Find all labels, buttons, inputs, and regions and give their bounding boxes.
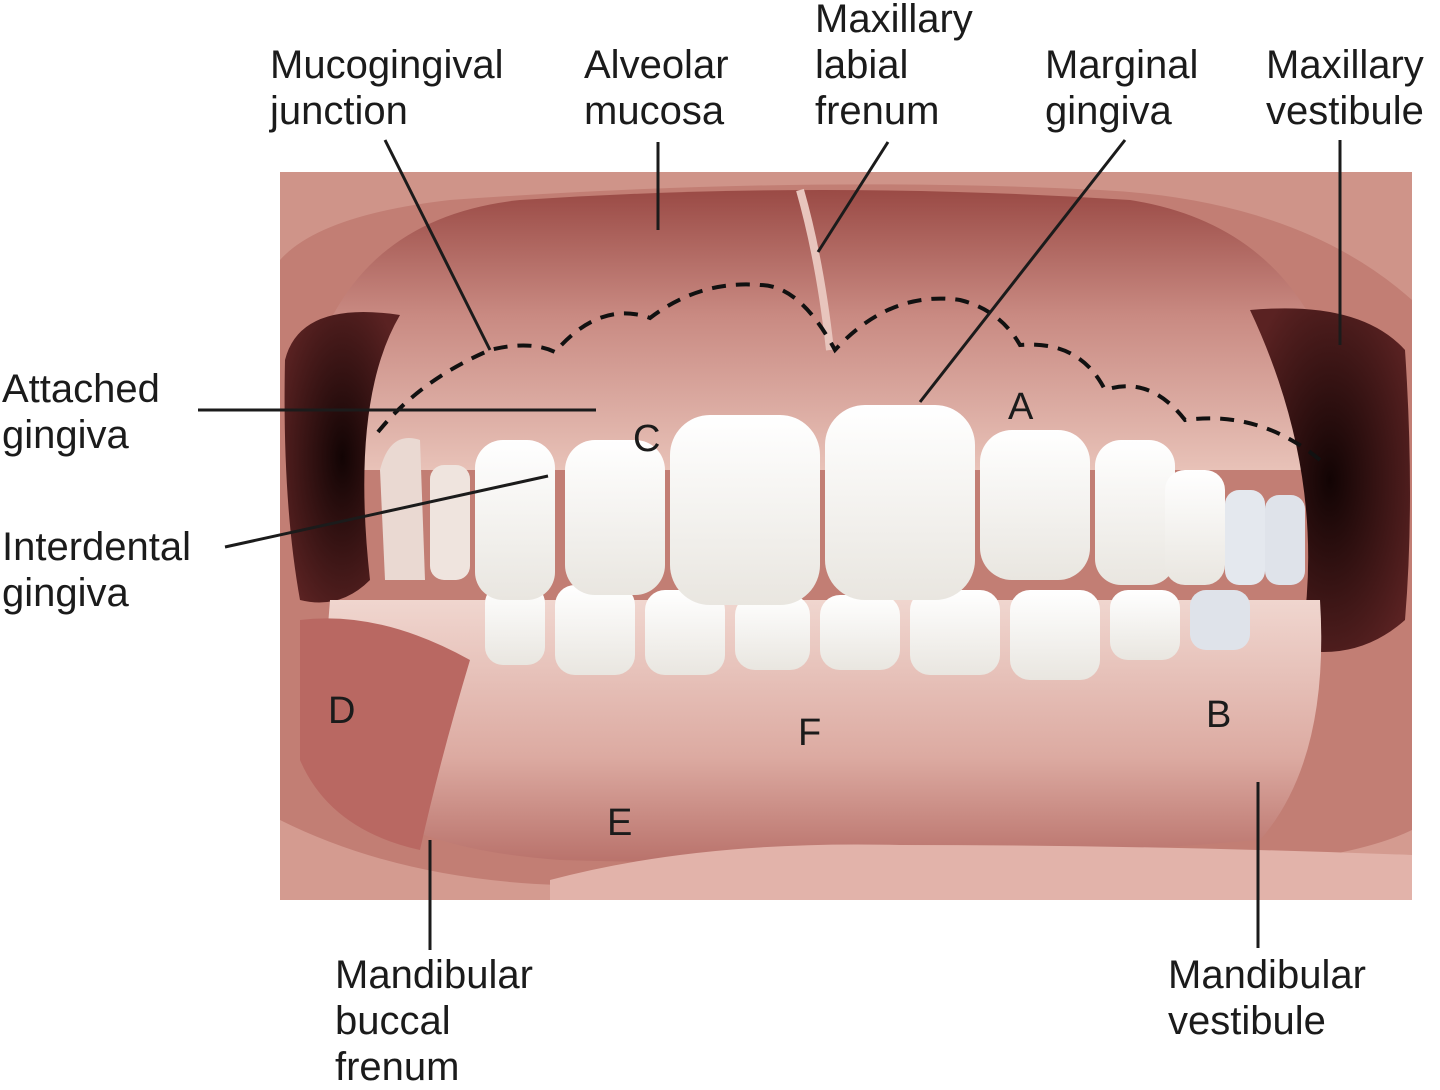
mucogingival-junction-line	[376, 282, 1322, 462]
label-interdental-gingiva: Interdental gingiva	[2, 525, 192, 615]
label-attached-gingiva: Attached gingiva	[2, 367, 160, 457]
region-letter-d: D	[328, 690, 356, 732]
label-alveolar-mucosa: Alveolar mucosa	[584, 43, 729, 133]
label-mucogingival-junction: Mucogingival junction	[270, 43, 504, 133]
right-mouth-corner	[1250, 308, 1410, 652]
region-letter-e: E	[607, 802, 633, 844]
region-letter-c: C	[633, 418, 661, 460]
leader-lines	[198, 139, 1342, 950]
region-letter-f: F	[798, 712, 822, 754]
label-maxillary-vestibule: Maxillary vestibule	[1266, 43, 1424, 133]
lower-teeth	[485, 585, 1250, 680]
label-maxillary-labial-frenum: Maxillary labial frenum	[815, 0, 973, 133]
left-mouth-corner	[284, 312, 400, 603]
region-letter-a: A	[1008, 386, 1034, 428]
label-mandibular-vestibule: Mandibular vestibule	[1168, 953, 1366, 1043]
region-letter-b: B	[1206, 694, 1232, 736]
label-marginal-gingiva: Marginal gingiva	[1045, 43, 1199, 133]
label-mandibular-buccal-frenum: Mandibular buccal frenum	[335, 953, 533, 1089]
